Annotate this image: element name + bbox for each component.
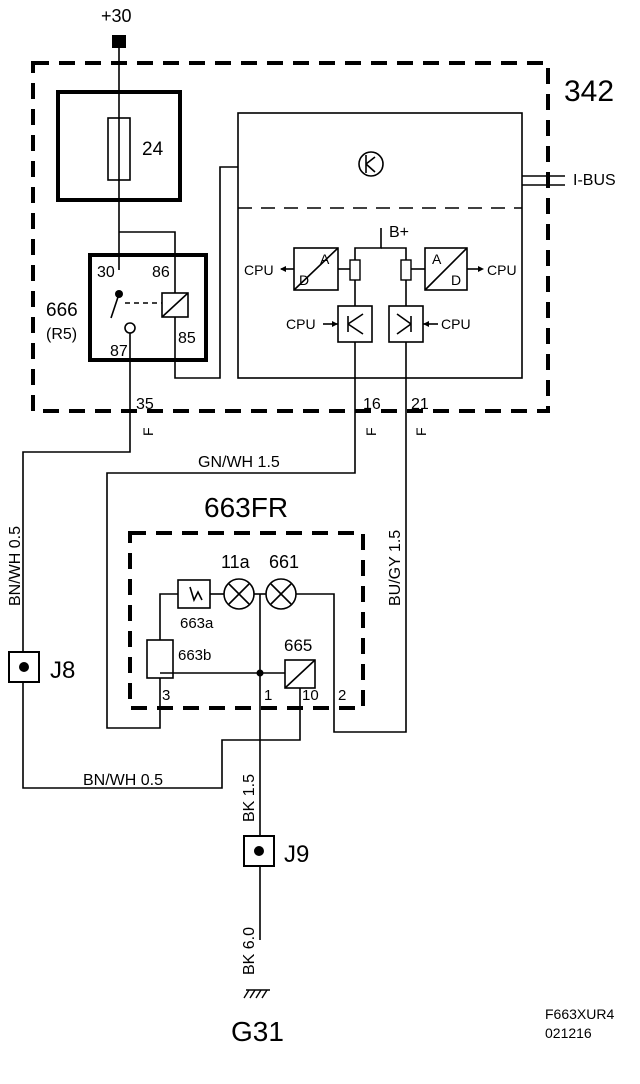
driver-left (337, 305, 373, 343)
supply-label: +30 (101, 6, 132, 26)
c663a-label: 663a (180, 615, 214, 632)
wire-bk-upper-label: BK 1.5 (241, 774, 258, 822)
ad-left-a: A (320, 251, 330, 267)
pin-1: 1 (264, 687, 272, 704)
relay-pin-30: 30 (97, 264, 115, 281)
unit-663fr-boundary (128, 531, 365, 710)
relay-pin-87: 87 (110, 343, 128, 360)
cpu-label-1: CPU (244, 262, 274, 278)
ad-right-d: D (451, 272, 461, 288)
fuse-box (56, 90, 182, 202)
relay-pin-86: 86 (152, 264, 170, 281)
cpu-label-4: CPU (441, 316, 471, 332)
relay-666-box (88, 253, 208, 362)
connector-j9-label: J9 (284, 841, 309, 868)
pin-f-21: F (413, 427, 429, 436)
control-module-box (237, 112, 523, 379)
cpu-label-2: CPU (487, 262, 517, 278)
pin-3: 3 (162, 687, 170, 704)
ibus-label: I-BUS (573, 172, 616, 189)
connector-j8-label: J8 (50, 657, 75, 684)
footer-date: 021216 (545, 1025, 592, 1041)
driver-right (388, 305, 424, 343)
c663b-label: 663b (178, 647, 211, 664)
relay-variant-label: (R5) (46, 326, 77, 343)
wire-bugy-label: BU/GY 1.5 (387, 530, 404, 606)
c665-label: 665 (284, 636, 312, 655)
pin-21: 21 (411, 396, 429, 413)
wire-bnwh-vertical-label: BN/WH 0.5 (7, 526, 24, 606)
wire-gnwh-label: GN/WH 1.5 (198, 454, 280, 471)
ground-g31-label: G31 (231, 1016, 284, 1047)
pin-16: 16 (363, 396, 381, 413)
unit-663fr-label: 663FR (204, 492, 288, 523)
component-663a (177, 579, 211, 609)
unit-342-label: 342 (564, 75, 614, 108)
relay-pin-85: 85 (178, 330, 196, 347)
unit-342-boundary (31, 61, 550, 413)
pin-f-16: F (363, 427, 379, 436)
resistor-right (400, 259, 412, 281)
pin-2: 2 (338, 687, 346, 704)
wire-bnwh-horizontal-label: BN/WH 0.5 (83, 772, 163, 789)
resistor-left (349, 259, 361, 281)
lamp-11a-label: 11a (221, 552, 251, 572)
lamp-661-label: 661 (269, 552, 299, 572)
ad-right-a: A (432, 251, 442, 267)
footer-code: F663XUR4 (545, 1006, 614, 1022)
wire-bk-lower-label: BK 6.0 (241, 927, 258, 975)
ad-left-d: D (299, 272, 309, 288)
cpu-label-3: CPU (286, 316, 316, 332)
bplus-label: B+ (389, 224, 409, 241)
pin-35: 35 (136, 396, 154, 413)
pin-10: 10 (302, 687, 319, 704)
relay-666-label: 666 (46, 300, 78, 321)
relay-contact-87 (124, 322, 136, 334)
transistor-icon (358, 151, 384, 177)
supply-terminal (112, 35, 126, 48)
pin-f-35: F (140, 427, 156, 436)
fuse-label: 24 (142, 139, 164, 160)
